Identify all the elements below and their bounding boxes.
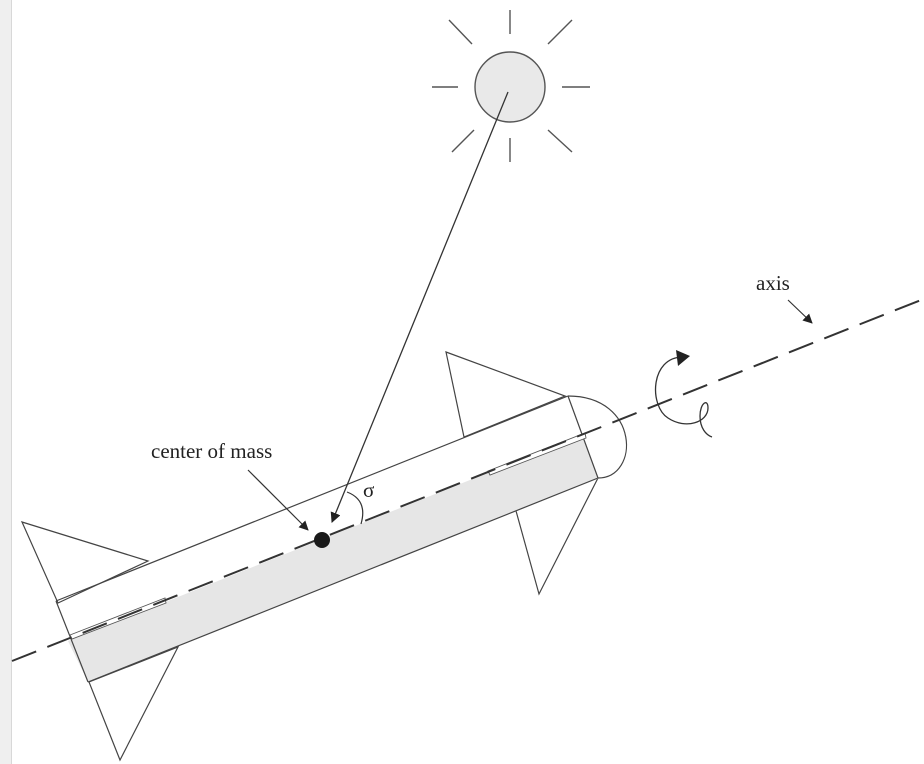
center-of-mass-label: center of mass xyxy=(151,439,272,463)
rocket-nose-cone xyxy=(567,395,628,479)
angle-sigma-label: σ xyxy=(363,478,374,502)
axis-label: axis xyxy=(756,271,790,295)
sun-icon xyxy=(432,10,590,162)
axis-pointer xyxy=(787,299,813,324)
rear-fin-lower xyxy=(88,645,180,762)
symmetry-axis-line xyxy=(11,299,922,662)
sun-direction-line xyxy=(330,91,509,523)
center-of-mass-pointer xyxy=(247,469,309,531)
rear-fin-upper xyxy=(20,521,150,604)
rear-fin-group xyxy=(20,521,180,762)
angle-arc xyxy=(346,491,364,525)
front-fin-group xyxy=(445,351,600,596)
page-left-margin xyxy=(0,0,12,764)
front-fin-upper xyxy=(445,351,567,438)
rocket-body-shade xyxy=(68,428,600,682)
center-of-mass-dot xyxy=(314,532,330,548)
rotation-arrow-icon xyxy=(654,350,713,438)
